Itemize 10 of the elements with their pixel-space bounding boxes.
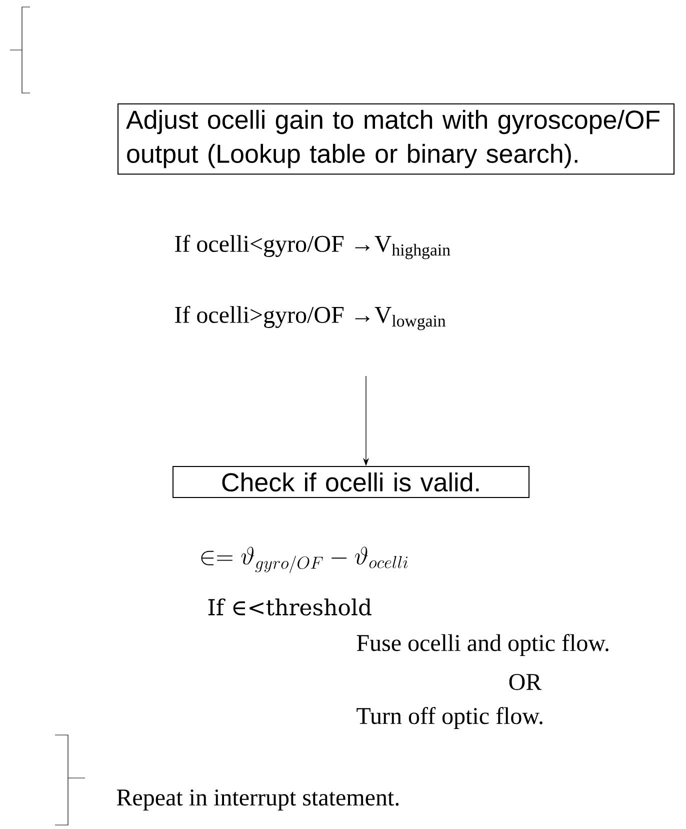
process-box: Adjust ocelli gain to match with gyroscope/OF output (Lookup table or binary search). [118, 103, 674, 175]
text-line: If ∈<threshold [208, 598, 372, 616]
text-line: Repeat in interrupt statement. [116, 790, 399, 810]
text-line: OR [509, 674, 542, 690]
text-line: Turn off optic flow. [356, 707, 542, 730]
process-box: Check if ocelli is valid. [172, 466, 530, 498]
text-line: If ocelli<gyro/OF →V$_{highgain}$ [175, 234, 450, 260]
text-line: If ocelli>gyro/OF →V$_{lowgain}$ [175, 306, 446, 330]
formula: $\in= \vartheta_{gyro/OF} -\vartheta_{ocelli}$ [201, 546, 408, 573]
text-line: Fuse ocelli and optic flow. [356, 634, 608, 656]
